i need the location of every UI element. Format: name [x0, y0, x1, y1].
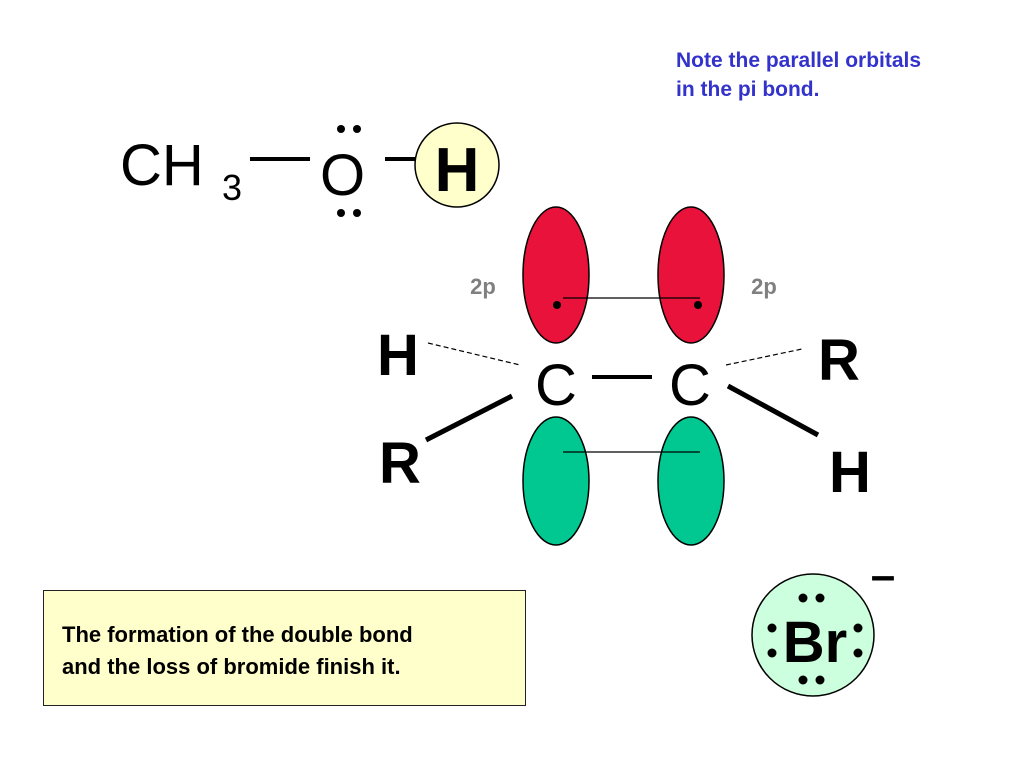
bromide-ion: Br –: [751, 551, 895, 697]
upper-left-substituent: H: [377, 323, 419, 388]
acidic-hydrogen: H: [435, 136, 480, 205]
note-line-1: Note the parallel orbitals: [676, 49, 922, 72]
note-text: Note the parallel orbitals in the pi bon…: [676, 46, 1006, 104]
right-p-orbital-bottom-lobe: [657, 416, 725, 546]
upper-right-hashed-bond: [725, 348, 803, 366]
bromide-lone-pair-right: [853, 623, 863, 658]
right-orbital-electron: [694, 301, 702, 309]
p-orbitals: 2p 2p: [470, 206, 777, 546]
left-p-orbital-bottom-lobe: [522, 416, 590, 546]
methyl-group-label: CH: [120, 133, 204, 198]
alkene-structure: C C H R R H: [377, 323, 871, 505]
caption-line-2: and the loss of bromide finish it.: [62, 654, 401, 679]
lower-left-wedge-bond: [424, 393, 514, 443]
upper-right-substituent: R: [818, 328, 860, 393]
hydrogen-highlight-circle: [414, 122, 500, 208]
methyl-subscript: 3: [222, 167, 242, 208]
methanol-structure: CH 3 O H: [120, 122, 500, 217]
caption-line-1: The formation of the double bond: [62, 622, 413, 647]
bromide-circle: [751, 573, 875, 697]
bromide-lone-pair-left: [767, 623, 777, 658]
bromide-lone-pair-bottom: [798, 675, 825, 685]
left-p-orbital-top-lobe: [522, 206, 590, 344]
upper-left-hashed-bond: [427, 342, 521, 366]
bromide-lone-pair-top: [798, 593, 825, 603]
bromide-symbol: Br: [783, 610, 847, 675]
lower-right-substituent: H: [829, 440, 871, 505]
negative-charge: –: [871, 551, 895, 600]
lower-left-substituent: R: [379, 431, 421, 496]
left-orbital-electron: [553, 301, 561, 309]
oxygen-lone-pair-bottom: [337, 209, 361, 217]
right-carbon-atom: C: [669, 353, 711, 418]
oxygen-atom: O: [320, 143, 365, 208]
note-line-2: in the pi bond.: [676, 78, 820, 101]
oxygen-lone-pair-top: [337, 125, 361, 133]
lower-right-wedge-bond: [726, 383, 820, 438]
left-carbon-atom: C: [535, 353, 577, 418]
right-p-orbital-top-lobe: [657, 206, 725, 344]
left-orbital-label: 2p: [470, 274, 496, 299]
caption-box: The formation of the double bond and the…: [43, 590, 526, 706]
right-orbital-label: 2p: [751, 274, 777, 299]
